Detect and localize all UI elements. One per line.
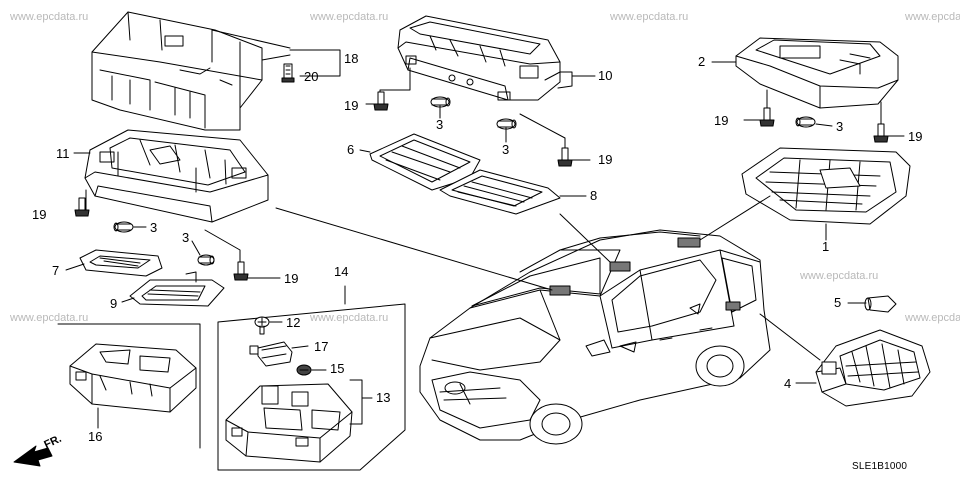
screw-20 bbox=[281, 63, 295, 83]
switch-17 bbox=[249, 341, 293, 367]
leader-19e bbox=[743, 89, 768, 121]
screw-15 bbox=[296, 364, 312, 376]
part-label-14: 14 bbox=[334, 264, 349, 279]
diagram-code: SLE1B1000 bbox=[852, 461, 908, 472]
leader-19f bbox=[880, 101, 905, 137]
leader-19b bbox=[204, 229, 281, 279]
bulb-3c bbox=[430, 96, 451, 108]
part-label-4: 4 bbox=[784, 376, 792, 391]
lamp-assembly-11 bbox=[84, 129, 269, 223]
bulb-3b bbox=[197, 254, 215, 266]
lens-1 bbox=[741, 147, 911, 225]
part-label-20: 20 bbox=[304, 69, 319, 84]
leader-13 bbox=[349, 379, 373, 425]
part-label-19-b: 19 bbox=[284, 271, 299, 286]
part-label-17: 17 bbox=[314, 339, 329, 354]
leader-to-vehicle bbox=[759, 313, 821, 361]
part-label-11: 11 bbox=[56, 146, 70, 161]
lens-7 bbox=[79, 249, 163, 277]
watermark: www.epcdata.ru bbox=[310, 312, 389, 324]
part-label-19-d: 19 bbox=[598, 152, 613, 167]
bolt-19d bbox=[557, 147, 573, 167]
leader-3b bbox=[191, 240, 201, 256]
bulb-5 bbox=[864, 295, 897, 313]
part-label-19-e: 19 bbox=[714, 113, 729, 128]
part-label-3-a: 3 bbox=[150, 220, 158, 235]
bulb-3d bbox=[496, 118, 517, 130]
screw-12 bbox=[254, 316, 270, 335]
leader-9 bbox=[121, 297, 135, 303]
housing-bracket-18 bbox=[91, 11, 291, 131]
leader-6 bbox=[359, 149, 371, 153]
bolt-19f bbox=[873, 123, 889, 143]
bulb-3e bbox=[795, 116, 816, 128]
group-frame-16 bbox=[57, 323, 201, 449]
leader-17 bbox=[291, 345, 309, 349]
part-label-3-b: 3 bbox=[182, 230, 190, 245]
bolt-19b bbox=[233, 261, 249, 281]
watermark: www.epcdata.ru bbox=[10, 11, 89, 23]
leader-to-vehicle bbox=[699, 195, 771, 241]
watermark: www.epcdata.ru bbox=[800, 270, 879, 282]
group-frame-14 bbox=[217, 303, 406, 471]
lens-8 bbox=[439, 169, 561, 215]
watermark: www.epcdata.ru bbox=[905, 312, 960, 324]
part-label-5: 5 bbox=[834, 295, 842, 310]
part-label-1: 1 bbox=[822, 239, 830, 254]
part-label-19-f: 19 bbox=[908, 129, 923, 144]
front-direction-arrow-icon bbox=[13, 445, 53, 467]
watermark: www.epcdata.ru bbox=[610, 11, 689, 23]
leader-19c bbox=[365, 67, 411, 105]
part-label-19-a: 19 bbox=[32, 207, 47, 222]
part-label-19-c: 19 bbox=[344, 98, 359, 113]
part-label-3-c: 3 bbox=[436, 117, 444, 132]
bolt-19e bbox=[759, 107, 775, 127]
leader-18 bbox=[289, 49, 341, 77]
part-label-8: 8 bbox=[590, 188, 598, 203]
vehicle-illustration bbox=[419, 229, 771, 445]
leader-3e bbox=[815, 123, 833, 127]
leader-to-vehicle bbox=[559, 213, 611, 263]
part-label-13: 13 bbox=[376, 390, 391, 405]
part-label-15: 15 bbox=[330, 361, 345, 376]
lamp-housing-13 bbox=[225, 383, 353, 463]
lamp-4 bbox=[815, 329, 931, 407]
bolt-19c bbox=[373, 91, 389, 111]
bulb-3a bbox=[113, 221, 134, 233]
part-label-7: 7 bbox=[52, 263, 60, 278]
lens-9 bbox=[129, 271, 225, 307]
part-label-10: 10 bbox=[598, 68, 613, 83]
part-label-12: 12 bbox=[286, 315, 301, 330]
lamp-housing-16 bbox=[69, 343, 197, 413]
part-label-3-d: 3 bbox=[502, 142, 510, 157]
bolt-19a bbox=[74, 197, 90, 217]
part-label-3-e: 3 bbox=[836, 119, 844, 134]
leader-7 bbox=[65, 263, 85, 271]
watermark: www.epcdata.ru bbox=[905, 11, 960, 23]
lamp-2 bbox=[735, 37, 899, 109]
watermark: www.epcdata.ru bbox=[10, 312, 89, 324]
watermark: www.epcdata.ru bbox=[310, 11, 389, 23]
part-label-18: 18 bbox=[344, 51, 359, 66]
leader-19d bbox=[519, 113, 591, 161]
part-label-2: 2 bbox=[698, 54, 706, 69]
leader-to-vehicle bbox=[275, 207, 553, 291]
part-label-9: 9 bbox=[110, 296, 118, 311]
part-label-6: 6 bbox=[347, 142, 355, 157]
console-10 bbox=[397, 15, 573, 101]
part-label-16: 16 bbox=[88, 429, 103, 444]
